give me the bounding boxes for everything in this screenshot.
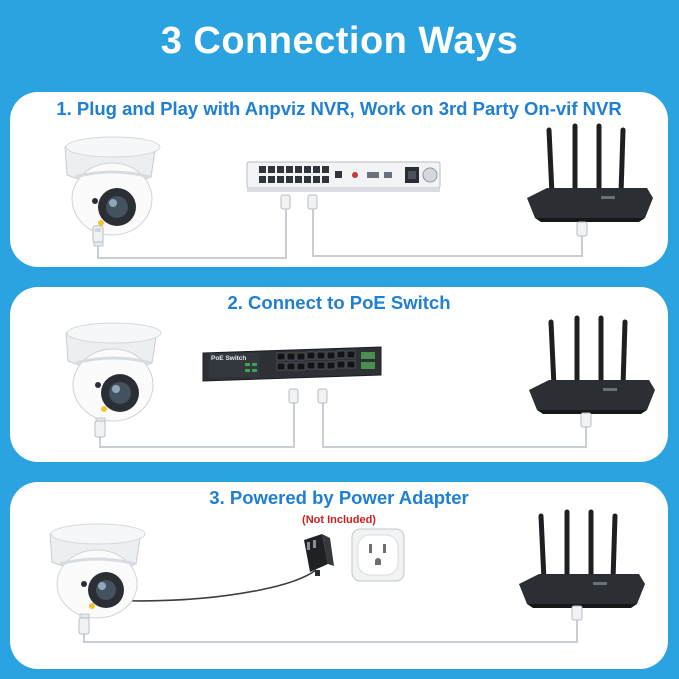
router-icon: [519, 509, 645, 608]
not-included-note: (Not Included): [302, 514, 376, 526]
ethernet-cables: [99, 403, 587, 448]
ethernet-plug-icon: [78, 617, 90, 635]
page-title: 3 Connection Ways: [160, 20, 519, 62]
ethernet-plug-icon: [576, 221, 588, 237]
poe-switch-label: PoE Switch: [211, 355, 246, 362]
dome-camera-icon: [49, 523, 146, 629]
wall-outlet-icon: [351, 528, 405, 582]
ethernet-plug-icon: [571, 605, 583, 621]
dome-camera-icon: [64, 136, 161, 247]
power-adapter-icon: [304, 534, 334, 576]
ethernet-plug-icon: [94, 420, 106, 438]
ethernet-plug-icon: [317, 388, 328, 404]
ethernet-plug-icon: [92, 225, 104, 243]
panel-poe-switch: 2. Connect to PoE Switch PoE Switch: [10, 287, 668, 462]
poe-switch-icon: PoE Switch: [202, 346, 382, 382]
router-icon: [527, 123, 653, 222]
ethernet-plug-icon: [288, 388, 299, 404]
ethernet-plug-icon: [307, 194, 318, 210]
panel-nvr: 1. Plug and Play with Anpviz NVR, Work o…: [10, 92, 668, 267]
panel-poe-heading: 2. Connect to PoE Switch: [227, 292, 451, 313]
panel-power-adapter: 3. Powered by Power Adapter (Not Include…: [10, 482, 668, 669]
panel-power-heading: 3. Powered by Power Adapter: [209, 487, 469, 508]
power-cable: [104, 569, 317, 602]
ethernet-plug-icon: [580, 412, 592, 428]
ethernet-cable: [83, 620, 578, 643]
router-icon: [529, 315, 655, 414]
ethernet-plug-icon: [280, 194, 291, 210]
nvr-icon: [246, 161, 441, 192]
panel-nvr-heading: 1. Plug and Play with Anpviz NVR, Work o…: [56, 98, 622, 119]
ethernet-cables: [97, 207, 583, 259]
dome-camera-icon: [65, 322, 162, 433]
